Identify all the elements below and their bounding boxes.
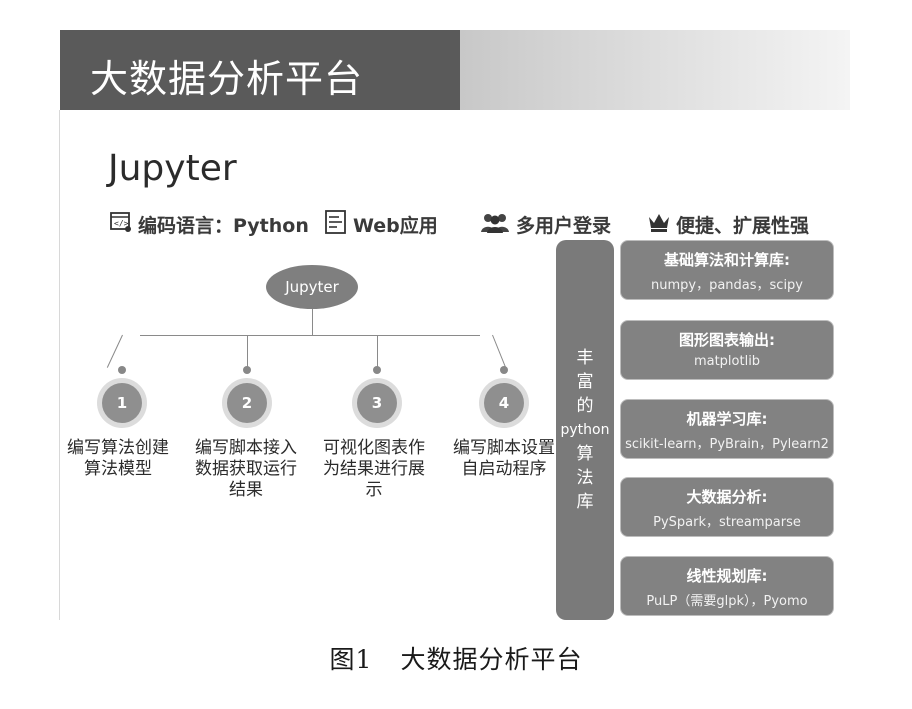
slide: 大数据分析平台 Jupyter </> 编码语言：Python Web应用 多用… [60,20,850,625]
connector-dot [373,366,381,374]
connector-line [247,335,248,369]
column-char: python [560,422,610,438]
library-items: scikit-learn，PyBrain，Pylearn2 [625,437,829,452]
library-box-bigdata: 大数据分析: PySpark，streamparse [620,477,834,537]
step-number: 3 [357,383,397,423]
connector-line [140,335,480,336]
feature-label: Web应用 [353,214,438,237]
figure-number: 图1 [329,645,373,674]
connector-line [106,334,123,368]
connector-dot [243,366,251,374]
feature-label: 多用户登录 [516,214,612,237]
feature-web-app: Web应用 [325,208,438,240]
column-char: 库 [576,492,594,512]
connector-line [492,334,507,369]
step-number: 1 [102,383,142,423]
column-char: 富 [576,372,594,392]
slide-title: 大数据分析平台 [90,57,364,101]
step-label: 编写算法创建算法模型 [67,438,169,479]
step-label: 可视化图表作为结果进行展示 [323,438,425,500]
figure-title: 大数据分析平台 [400,645,583,674]
feature-label: 便捷、扩展性强 [676,214,810,237]
crown-icon [648,211,670,237]
library-box-basic: 基础算法和计算库: numpy，pandas，scipy [620,240,834,300]
title-bar [60,30,460,110]
connector-line [312,309,313,335]
library-items: PySpark，streamparse [653,515,801,530]
connector-dot [500,366,508,374]
library-heading: 图形图表输出: [679,331,775,349]
connector-dot [118,366,126,374]
slide-edge [59,110,60,620]
code-window-icon: </> [110,211,132,237]
library-heading: 大数据分析: [686,488,768,506]
step-label: 编写脚本设置自启动程序 [453,438,555,479]
feature-label: 编码语言：Python [138,214,309,237]
library-heading: 基础算法和计算库: [664,251,790,269]
library-box-ml: 机器学习库: scikit-learn，PyBrain，Pylearn2 [620,399,834,459]
library-box-charts: 图形图表输出: matplotlib [620,320,834,380]
jupyter-node: Jupyter [266,265,358,309]
step-number: 2 [227,383,267,423]
library-items: PuLP（需要glpk），Pyomo [646,594,808,609]
step-label: 编写脚本接入数据获取运行结果 [195,438,297,500]
figure-caption: 图1 大数据分析平台 [0,640,912,676]
step-number: 4 [484,383,524,423]
library-items: numpy，pandas，scipy [650,278,803,293]
library-box-linear: 线性规划库: PuLP（需要glpk），Pyomo [620,556,834,616]
svg-text:</>: </> [114,219,129,228]
web-page-icon [325,210,347,238]
column-char: 丰 [576,348,594,368]
library-heading: 机器学习库: [686,410,768,428]
feature-multi-user: 多用户登录 [480,208,611,240]
feature-extensible: 便捷、扩展性强 [648,208,809,240]
column-char: 的 [576,396,594,416]
users-icon [480,211,510,237]
library-items: matplotlib [693,354,761,369]
title-bar-gradient [460,30,850,110]
python-library-column: 丰 富 的 python 算 法 库 [556,240,614,620]
jupyter-heading: Jupyter [108,148,237,189]
feature-coding-language: </> 编码语言：Python [110,208,309,240]
column-char: 法 [576,468,594,488]
column-char: 算 [576,444,594,464]
connector-line [377,335,378,369]
library-heading: 线性规划库: [686,567,768,585]
